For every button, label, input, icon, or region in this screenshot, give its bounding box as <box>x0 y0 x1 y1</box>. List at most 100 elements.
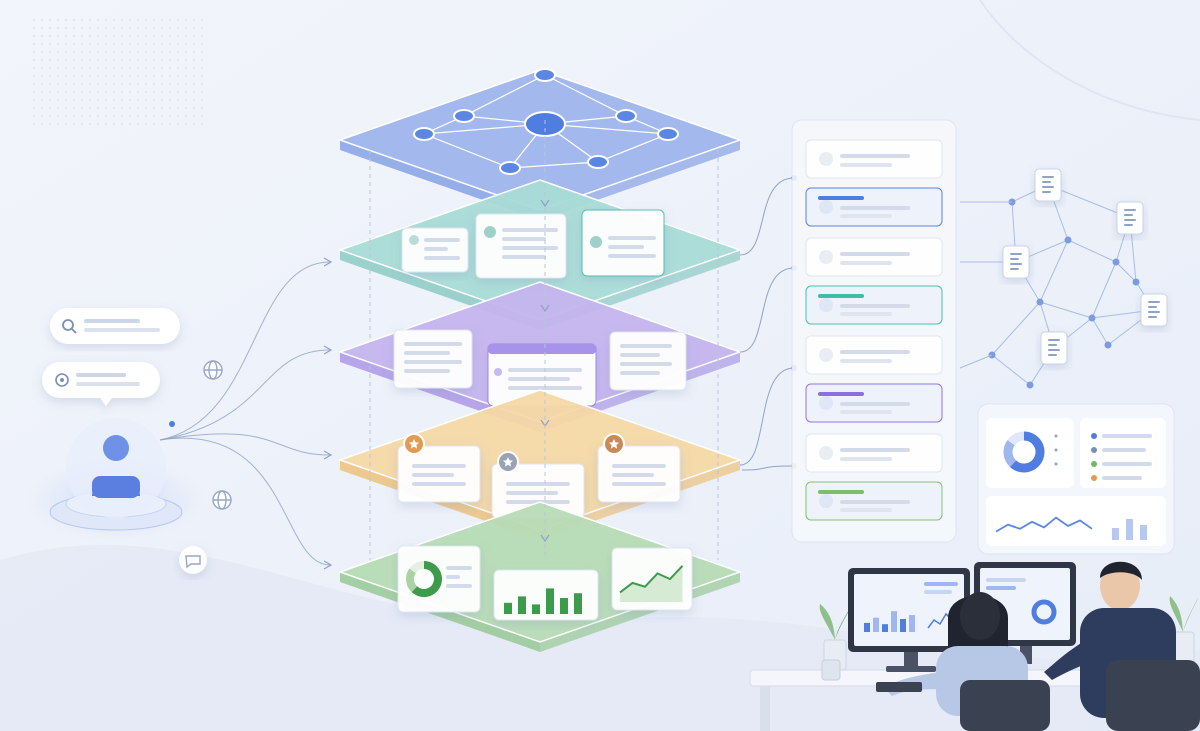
document-icon <box>1040 331 1068 365</box>
ranked-card <box>397 445 481 503</box>
search-icon <box>62 319 77 334</box>
flow-arrow <box>540 534 550 543</box>
star-icon <box>497 451 519 473</box>
dot-grid-pattern <box>33 19 203 125</box>
results-panel <box>791 119 957 543</box>
background-curve <box>979 0 1200 121</box>
document-icon <box>1140 293 1168 327</box>
window-card <box>609 331 687 391</box>
graph-node <box>1036 298 1044 306</box>
result-row <box>805 237 943 277</box>
graph-node <box>413 127 435 141</box>
user-connector <box>159 349 331 441</box>
globe-icon-lower <box>212 490 232 510</box>
trend-line <box>619 565 684 594</box>
result-row-highlighted <box>805 383 943 423</box>
bar <box>574 593 582 614</box>
graph-node <box>1064 236 1072 244</box>
donut-segment <box>409 561 425 574</box>
result-row <box>805 433 943 473</box>
dashboard-legend <box>1091 433 1152 481</box>
window-card-highlighted <box>487 343 597 407</box>
graph-node <box>534 68 556 82</box>
dashboard-donut-chart <box>1003 431 1058 473</box>
result-row-highlighted <box>805 285 943 325</box>
trend-chart-card <box>611 547 693 611</box>
graph-node <box>1088 314 1096 322</box>
user-section <box>26 308 232 574</box>
document-icon <box>1116 201 1144 235</box>
graph-node <box>657 127 679 141</box>
monitor-bar-chart <box>864 611 915 632</box>
user-connector <box>159 433 331 456</box>
donut-segment <box>1007 431 1025 446</box>
trend-line <box>995 516 1093 533</box>
document-icon <box>1034 168 1062 202</box>
bar <box>518 596 526 614</box>
coffee-mug <box>821 659 841 681</box>
monitor-left <box>848 568 970 672</box>
bar <box>864 622 870 632</box>
graph-node <box>1112 258 1120 266</box>
flow-arrow <box>540 199 550 208</box>
graph-node <box>1104 341 1112 349</box>
result-row-highlighted <box>805 187 943 227</box>
record-icon <box>55 373 69 387</box>
graph-node <box>499 161 521 175</box>
layer-cards <box>337 179 743 330</box>
graph-node <box>1132 278 1140 286</box>
bar <box>882 624 888 632</box>
globe-icon <box>203 360 223 380</box>
knowledge-graph <box>959 168 1168 389</box>
dashboard-panel <box>977 403 1175 555</box>
ranked-card <box>597 445 681 503</box>
bar <box>900 619 906 632</box>
user-to-layer-connectors <box>159 257 333 570</box>
plant-left <box>819 604 852 671</box>
office-chair-right <box>1106 660 1200 731</box>
bar <box>1112 528 1119 540</box>
donut-segment <box>1009 431 1045 473</box>
donut-segment <box>1003 439 1017 467</box>
result-row <box>805 335 943 375</box>
bar <box>873 617 879 632</box>
info-card <box>475 213 567 279</box>
graph-node <box>615 109 637 123</box>
user-connector <box>159 261 331 441</box>
info-card-highlighted <box>581 209 665 277</box>
result-row-highlighted <box>805 481 943 521</box>
stack-guides <box>369 120 719 560</box>
bar-chart-card <box>493 569 599 621</box>
donut-segment <box>406 568 418 593</box>
bar <box>532 604 540 614</box>
bar <box>1140 525 1147 540</box>
bar <box>909 615 915 632</box>
document-icon <box>1002 245 1030 279</box>
star-icon <box>403 433 425 455</box>
graph-node <box>587 155 609 169</box>
graph-node <box>1026 381 1034 389</box>
user-connector <box>159 437 331 566</box>
result-row <box>805 139 943 179</box>
donut-chart-card <box>397 545 481 613</box>
query-bubble <box>50 308 180 344</box>
layer-analytics <box>337 501 743 652</box>
result-connector <box>739 177 795 256</box>
layer-stack <box>337 68 743 652</box>
bar <box>891 611 897 632</box>
bar <box>1126 519 1133 540</box>
office-scene <box>749 561 1200 731</box>
bar <box>546 588 554 614</box>
result-rows <box>805 139 943 521</box>
dashboard-trend-chart <box>995 516 1147 540</box>
info-card <box>401 227 469 273</box>
voice-bubble <box>42 362 160 406</box>
chat-bubble-icon <box>179 546 207 574</box>
user-avatar-icon <box>92 435 140 498</box>
result-connector <box>739 267 795 353</box>
office-chair-left <box>960 680 1050 731</box>
donut-segment <box>411 561 442 597</box>
flow-arrow <box>540 304 550 313</box>
graph-node <box>453 109 475 123</box>
